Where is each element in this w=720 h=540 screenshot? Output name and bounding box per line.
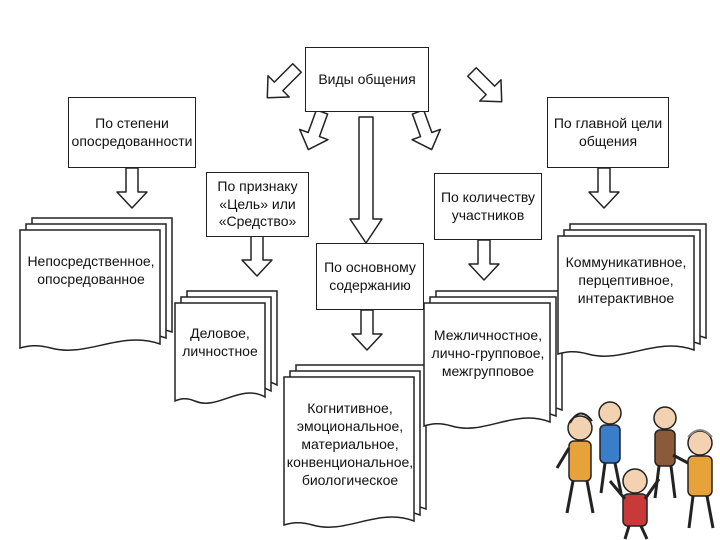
- block-arrow-icon: [411, 109, 442, 151]
- document-sheet: [557, 235, 695, 357]
- category-box-content: По основному содержанию: [316, 243, 424, 310]
- block-arrow-icon: [349, 116, 383, 244]
- document-sheet: [19, 229, 161, 351]
- category-box-participants: По количеству участников: [434, 173, 542, 240]
- document-stack-icon: [283, 364, 427, 528]
- block-arrow-icon: [351, 309, 383, 351]
- cartoon-people-illustration: [555, 401, 715, 540]
- block-arrow-icon: [241, 235, 273, 277]
- category-box-goal-means: По признаку «Цель» или «Средство»: [206, 172, 309, 237]
- document-stack-icon: [423, 290, 563, 429]
- document-sheet: [174, 302, 266, 404]
- root-box: Виды общения: [305, 47, 429, 112]
- document-sheet: [283, 376, 415, 528]
- category-box-mediation: По степени опосредованности: [68, 97, 196, 168]
- result-text-main-goal: Коммуникативное, перцептивное, интеракти…: [565, 253, 687, 307]
- block-arrow-icon: [266, 63, 302, 99]
- result-text-participants: Межличностное, лично-групповое, межгрупп…: [431, 326, 545, 380]
- document-stack-icon: [557, 223, 707, 357]
- result-text-goal-means: Деловое, личностное: [182, 324, 258, 359]
- document-stack-icon: [19, 217, 173, 351]
- block-arrow-icon: [116, 167, 148, 209]
- block-arrow-icon: [298, 109, 329, 151]
- category-box-main-goal: По главной цели общения: [547, 97, 669, 168]
- block-arrow-icon: [588, 167, 620, 209]
- result-text-mediation: Непосредственное, опосредованное: [27, 252, 155, 287]
- document-stack-icon: [174, 290, 278, 404]
- block-arrow-icon: [468, 239, 500, 281]
- block-arrow-icon: [467, 67, 503, 103]
- result-text-content: Когнитивное, эмоциональное, материальное…: [286, 399, 414, 489]
- document-sheet: [423, 302, 551, 429]
